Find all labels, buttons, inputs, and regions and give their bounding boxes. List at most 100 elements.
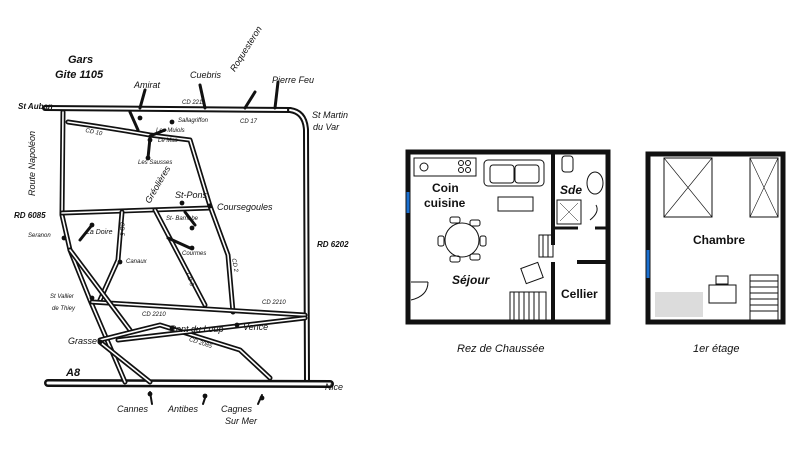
label-st-vallier-2: de Thiey bbox=[52, 306, 76, 312]
dot-vence bbox=[234, 322, 240, 328]
desk-chair bbox=[715, 275, 729, 285]
shower bbox=[556, 199, 582, 225]
label-seranon: Seranon bbox=[28, 233, 51, 239]
map-subtitle: Gite 1105 bbox=[55, 69, 104, 81]
kitchen-counter bbox=[413, 157, 477, 177]
dot-antibes bbox=[202, 393, 208, 399]
label-antibes: Antibes bbox=[168, 404, 199, 414]
label-vence: Vence bbox=[243, 322, 269, 332]
road-cd2085 bbox=[97, 322, 273, 381]
entry-door bbox=[410, 281, 429, 301]
label-st-pons: St-Pons bbox=[175, 190, 208, 200]
label-rd6085: RD 6085 bbox=[14, 211, 46, 220]
label-cd2210-b: CD 2210 bbox=[262, 300, 286, 306]
label-le-mas: Le Mas bbox=[158, 138, 178, 144]
toilet bbox=[561, 155, 574, 173]
road-cd2210 bbox=[89, 299, 308, 318]
label-st-vallier-1: St Vallier bbox=[50, 294, 74, 300]
label-cannes: Cannes bbox=[117, 404, 149, 414]
label-st-martin-2: du Var bbox=[313, 122, 340, 132]
ground-stairs bbox=[509, 291, 547, 321]
label-st-barnabe: St- Barnabe bbox=[166, 216, 199, 222]
dot-le-mas bbox=[147, 137, 153, 143]
dot-grasse bbox=[97, 339, 103, 345]
label-cagnes-2: Sur Mer bbox=[225, 416, 258, 426]
dot-coursegoules bbox=[207, 203, 213, 209]
bath-door bbox=[589, 204, 598, 221]
label-sallagriffon: Sallagriffon bbox=[178, 118, 209, 124]
dot-cagnes bbox=[259, 395, 265, 401]
road-rd6085 bbox=[59, 205, 213, 216]
label-grasse: Grasse bbox=[68, 336, 98, 346]
label-cagnes-1: Cagnes bbox=[221, 404, 253, 414]
dot-les-muiols bbox=[137, 115, 143, 121]
road-cd5 bbox=[97, 209, 125, 303]
road-cd3 bbox=[152, 207, 208, 308]
road-grasse-a8 bbox=[97, 339, 153, 385]
label-rd6202: RD 6202 bbox=[317, 240, 349, 249]
first-outer-walls bbox=[645, 151, 786, 325]
dot-st-barnabe bbox=[189, 225, 195, 231]
spur-amirat bbox=[138, 88, 147, 110]
road-rd6202 bbox=[287, 107, 310, 385]
dot-canaux bbox=[117, 259, 123, 265]
label-st-martin-1: St Martin bbox=[312, 110, 349, 120]
label-la-doire: La Doire bbox=[86, 229, 113, 236]
label-cd2210-a: CD 2210 bbox=[142, 312, 166, 318]
spur-cuebris bbox=[198, 83, 207, 110]
label-coursegoules: Coursegoules bbox=[217, 202, 273, 212]
armchair bbox=[520, 261, 544, 285]
spur-roquesteron bbox=[243, 90, 257, 110]
ground-outer-walls bbox=[405, 149, 611, 325]
label-st-auban: St Auban bbox=[18, 102, 53, 111]
spur-les-muiols bbox=[128, 110, 140, 132]
label-pierre-feu: Pierre Feu bbox=[272, 75, 315, 85]
label-amirat: Amirat bbox=[134, 80, 161, 90]
dining-table bbox=[444, 222, 480, 258]
room-sde: Sde bbox=[560, 183, 583, 197]
spur-st-barnabe bbox=[183, 210, 197, 227]
caption-ground: Rez de Chaussée bbox=[457, 343, 545, 355]
sofa bbox=[483, 159, 545, 187]
dot-les-sausses bbox=[145, 155, 151, 161]
label-canaux: Canaux bbox=[126, 259, 147, 265]
dot-cannes bbox=[147, 391, 153, 397]
label-pont-du-loup: Pont du Loup bbox=[170, 324, 224, 334]
road-pont-du-loup bbox=[115, 315, 308, 343]
label-les-sausses: Les Sausses bbox=[138, 160, 173, 166]
bed-double bbox=[663, 157, 713, 218]
label-courmes: Courmes bbox=[182, 251, 207, 257]
label-cd17: CD 17 bbox=[240, 119, 258, 125]
dot-la-doire bbox=[89, 222, 95, 228]
room-cuisine: cuisine bbox=[424, 196, 466, 210]
bed-single bbox=[749, 157, 779, 218]
dot-sallagriffon bbox=[169, 119, 175, 125]
label-les-muiols: Les Muiols bbox=[156, 128, 185, 134]
spur-la-doire bbox=[78, 223, 94, 242]
dot-seranon bbox=[61, 235, 67, 241]
label-a8: A8 bbox=[66, 367, 81, 379]
dot-courmes bbox=[189, 245, 195, 251]
spur-le-mas bbox=[148, 128, 167, 138]
room-coin: Coin bbox=[432, 181, 459, 195]
spur-pierre-feu bbox=[273, 80, 280, 110]
road-a8 bbox=[44, 379, 334, 388]
road-cd2 bbox=[207, 203, 236, 315]
map-title: Gars bbox=[68, 54, 94, 66]
rug bbox=[655, 292, 703, 317]
sink bbox=[586, 171, 604, 195]
dot-pont-du-loup bbox=[169, 325, 175, 331]
road-cd2211 bbox=[42, 105, 293, 113]
caption-first: 1er étage bbox=[693, 343, 740, 355]
dot-st-vallier bbox=[89, 295, 95, 301]
room-sejour: Séjour bbox=[452, 273, 490, 287]
dot-st-pons bbox=[179, 200, 185, 206]
room-chambre: Chambre bbox=[693, 233, 746, 247]
label-cuebris: Cuebris bbox=[190, 70, 222, 80]
first-stairs bbox=[749, 274, 779, 321]
coffee-table bbox=[497, 196, 534, 212]
